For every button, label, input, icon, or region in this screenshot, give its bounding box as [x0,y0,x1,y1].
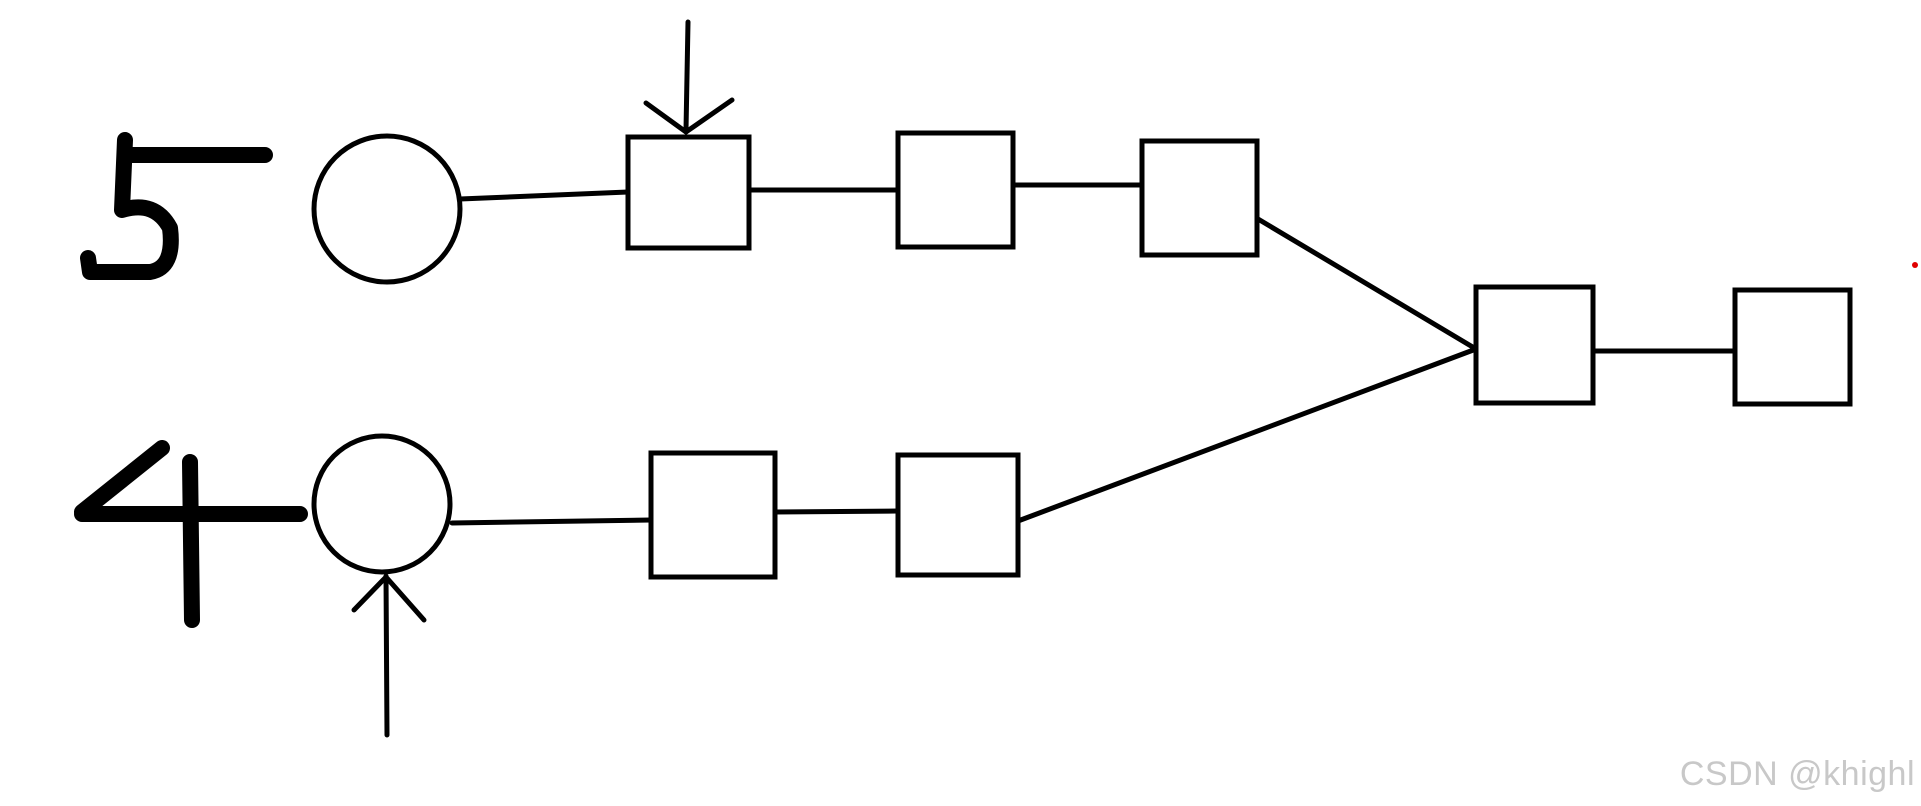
label-5-glyph [80,132,273,280]
node-circle-c1 [311,133,463,285]
arrow-up-into-c2 [351,573,427,738]
node-square-b7 [1732,287,1853,407]
arrow-down-into-b1 [643,19,735,135]
edge-c2-b4 [449,517,654,526]
watermark-text: CSDN @khighl [1679,755,1915,793]
node-circle-c2 [311,433,453,575]
node-square-b4 [648,450,778,580]
node-square-b5 [895,452,1021,578]
edge-b3-b6 [1255,216,1479,352]
edge-b4-b5 [772,508,901,515]
node-square-b3 [1139,138,1260,258]
node-square-b1 [625,134,752,251]
edge-b5-b6 [1015,346,1479,524]
node-square-b2 [895,130,1016,250]
red-dot [1912,262,1918,268]
label-4-glyph [74,440,308,628]
node-square-b6 [1473,284,1596,406]
edge-c1-b1 [457,189,631,202]
